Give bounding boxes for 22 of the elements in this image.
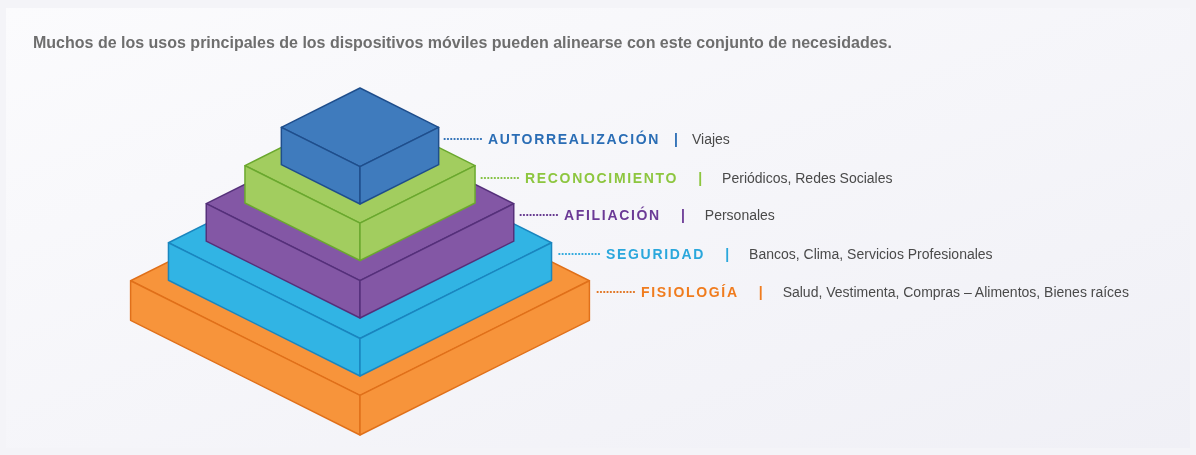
- tier-examples: Salud, Vestimenta, Compras – Alimentos, Bienes raíces: [782, 282, 1129, 302]
- tier-examples: Viajes: [692, 129, 730, 149]
- leader-line: [441, 137, 483, 141]
- tier-name: RECONOCIMIENTO: [525, 168, 679, 188]
- separator: |: [680, 205, 685, 225]
- tier-name: SEGURIDAD: [606, 244, 706, 264]
- tier-name: FISIOLOGÍA: [641, 282, 739, 302]
- separator: |: [698, 168, 703, 188]
- tier-name: AUTORREALIZACIÓN: [488, 129, 661, 149]
- separator: |: [758, 282, 763, 302]
- tier-examples: Periódicos, Redes Sociales: [722, 168, 893, 188]
- tier-examples: Bancos, Clima, Servicios Profesionales: [749, 244, 993, 264]
- separator: |: [674, 129, 678, 149]
- pyramid-tier: [128, 259, 592, 436]
- pyramid-tier: [280, 87, 440, 205]
- leader-line: [555, 252, 601, 256]
- title: Muchos de los usos principales de los dispositivos móviles pueden alinearse con este conjunto de necesidades.: [33, 33, 892, 53]
- tier-name: AFILIACIÓN: [564, 205, 661, 225]
- separator: |: [725, 244, 730, 264]
- tier-examples: Personales: [704, 205, 775, 225]
- leader-line: [478, 176, 520, 180]
- leader-line: [517, 213, 559, 217]
